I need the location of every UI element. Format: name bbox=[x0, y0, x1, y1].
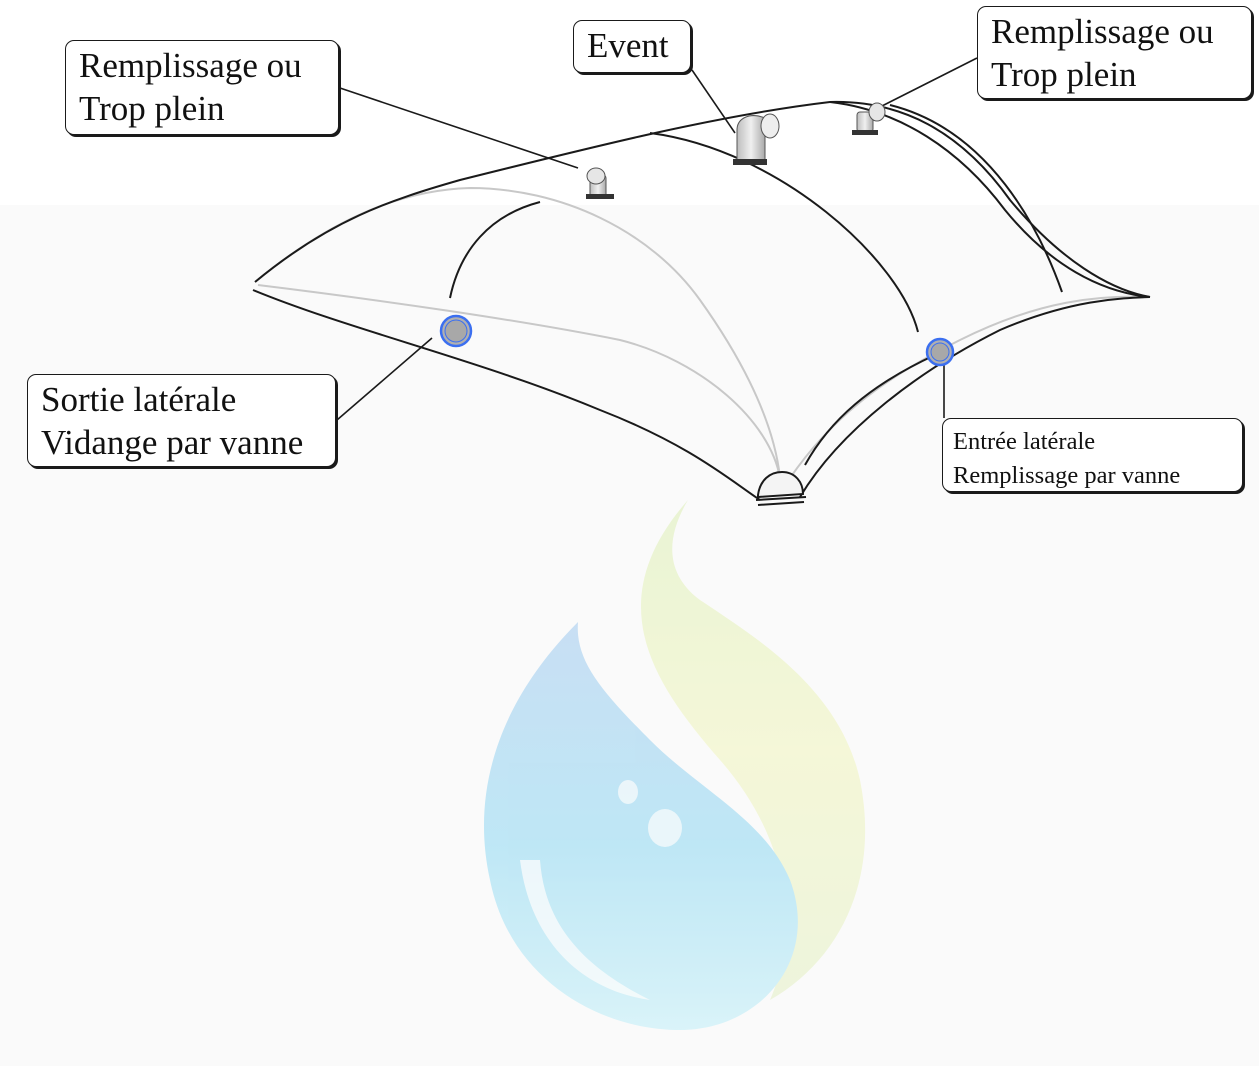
side-inlet-valve bbox=[925, 337, 955, 367]
callout-side-outlet: Sortie latérale Vidange par vanne bbox=[27, 374, 336, 467]
outline-right-bottom bbox=[799, 296, 1151, 498]
callout-line-1: Remplissage ou bbox=[79, 46, 302, 85]
rib-left bbox=[449, 201, 541, 299]
drop-green-flame bbox=[640, 500, 866, 1000]
callout-line-1: Sortie latérale bbox=[41, 380, 237, 419]
callout-line-1: Remplissage ou bbox=[991, 12, 1214, 51]
bottom-drain-fitting bbox=[757, 470, 805, 499]
callout-line-2: Trop plein bbox=[79, 88, 225, 128]
callout-line-2: Vidange par vanne bbox=[41, 422, 304, 462]
drop-bubble-small bbox=[618, 780, 638, 804]
drop-highlight bbox=[520, 860, 650, 1000]
callout-line-1: Entrée latérale bbox=[953, 428, 1096, 455]
callout-line-2: Remplissage par vanne bbox=[953, 462, 1181, 490]
leader-event bbox=[691, 69, 736, 134]
leader-top-left bbox=[339, 87, 579, 169]
tank-outline bbox=[252, 100, 1151, 506]
rib-front-right bbox=[804, 354, 936, 466]
fitting-top-left bbox=[586, 167, 614, 199]
drop-blue-body bbox=[483, 622, 798, 1030]
rib-middle bbox=[649, 132, 919, 333]
leader-top-right bbox=[879, 57, 978, 108]
callout-line-1: Event bbox=[587, 26, 669, 65]
callout-side-inlet: Entrée latérale Remplissage par vanne bbox=[942, 418, 1243, 492]
callout-event: Event bbox=[573, 20, 691, 73]
water-drop-logo bbox=[483, 500, 866, 1030]
seam-front-left bbox=[257, 284, 781, 479]
outline-back-right bbox=[829, 101, 1151, 298]
fitting-top-right bbox=[852, 102, 886, 135]
leader-sortie bbox=[336, 337, 433, 421]
outline-left-bottom bbox=[252, 289, 761, 501]
leader-lines bbox=[336, 57, 978, 421]
outline-top-edge bbox=[254, 100, 1151, 298]
callout-fill-overflow-left: Remplissage ou Trop plein bbox=[65, 40, 339, 135]
drop-bubble-large bbox=[648, 809, 682, 847]
side-outlet-valve bbox=[439, 314, 473, 348]
rib-right bbox=[889, 104, 1063, 293]
callout-line-2: Trop plein bbox=[991, 54, 1137, 94]
fitting-event bbox=[733, 113, 780, 165]
callout-fill-overflow-right: Remplissage ou Trop plein bbox=[977, 6, 1252, 99]
